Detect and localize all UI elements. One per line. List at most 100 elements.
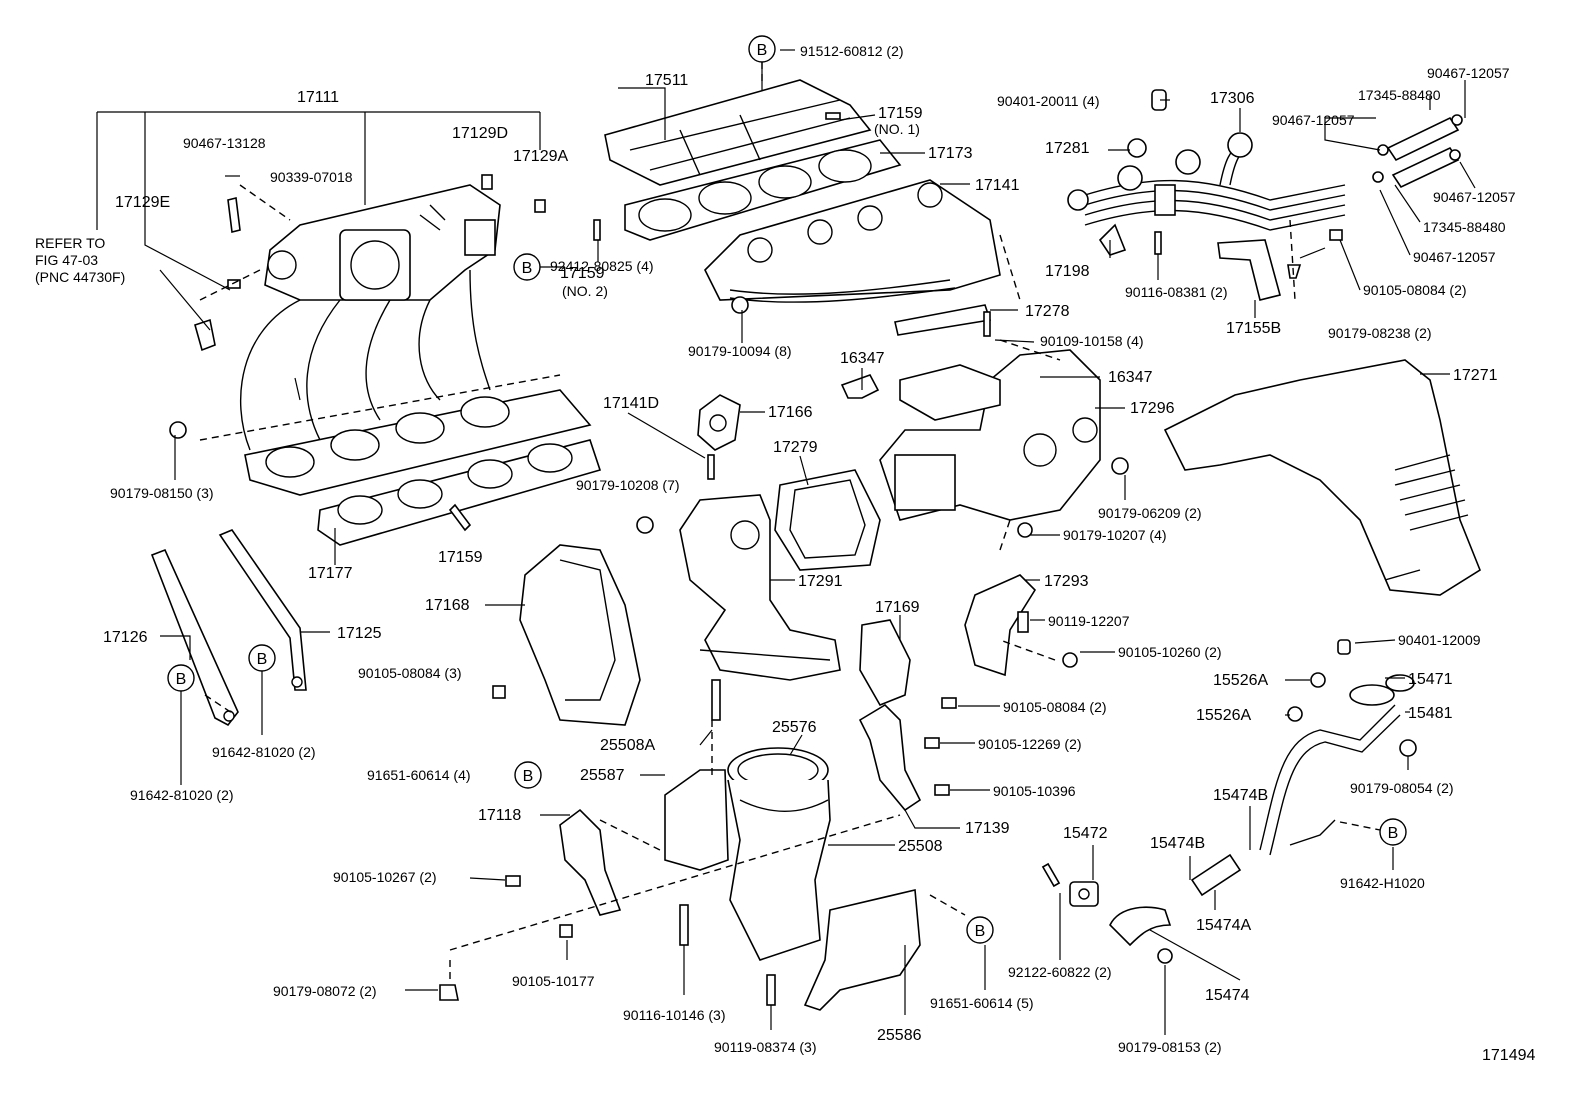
label-90467-12057-top: 90467-12057 — [1427, 65, 1510, 81]
label-17168: 17168 — [425, 597, 470, 614]
label-92412-80825: 92412-80825 (4) — [550, 258, 654, 274]
label-90109-10158: 90109-10158 (4) — [1040, 333, 1144, 349]
label-17293: 17293 — [1044, 573, 1089, 590]
label-17129E: 17129E — [115, 194, 170, 211]
label-92122-60822: 92122-60822 (2) — [1008, 964, 1112, 980]
label-17511: 17511 — [645, 72, 688, 89]
label-90179-10094: 90179-10094 (8) — [688, 343, 792, 359]
callout-b-6: B — [966, 916, 994, 944]
label-15526A-lower: 15526A — [1196, 707, 1251, 724]
oil-pipe-15471 — [1259, 672, 1415, 856]
label-17129D: 17129D — [452, 125, 508, 142]
label-17141D: 17141D — [603, 395, 659, 412]
label-25587: 25587 — [580, 767, 625, 784]
label-90179-08153: 90179-08153 (2) — [1118, 1039, 1222, 1055]
label-90339-07018: 90339-07018 — [270, 169, 353, 185]
label-90105-08084-mid: 90105-08084 (2) — [1003, 699, 1107, 715]
label-90179-08072: 90179-08072 (2) — [273, 983, 377, 999]
insulators-25587-25586 — [664, 769, 921, 1011]
turbine-outlet-17291 — [679, 494, 841, 681]
gaskets-17279-17166 — [697, 304, 992, 571]
label-17159-lower: 17159 — [438, 549, 483, 566]
label-17296: 17296 — [1130, 400, 1175, 417]
label-17291: 17291 — [798, 573, 843, 590]
label-90116-10146: 90116-10146 (3) — [623, 1007, 725, 1023]
callout-b-4: B — [248, 644, 276, 672]
label-91651-60614-right: 91651-60614 (5) — [930, 995, 1034, 1011]
heat-insulator-17511 — [604, 79, 872, 186]
label-90467-12057-left: 90467-12057 — [1272, 112, 1355, 128]
label-91651-60614-left: 91651-60614 (4) — [367, 767, 471, 783]
oil-hose-15474 — [1069, 853, 1242, 947]
label-25508A: 25508A — [600, 737, 655, 754]
label-17155B: 17155B — [1226, 320, 1281, 337]
bracket-17118 — [559, 808, 622, 916]
hoses-17345-88480 — [1372, 114, 1463, 189]
label-15526A-upper: 15526A — [1213, 672, 1268, 689]
label-15474B-lower: 15474B — [1150, 835, 1205, 852]
callout-b-5: B — [514, 761, 542, 789]
label-25508: 25508 — [898, 838, 943, 855]
label-90467-13128: 90467-13128 — [183, 135, 266, 151]
label-90105-10260: 90105-10260 (2) — [1118, 644, 1222, 660]
label-15472: 15472 — [1063, 825, 1108, 842]
label-17281: 17281 — [1045, 140, 1090, 157]
refer-note-line-2: FIG 47-03 — [35, 252, 98, 268]
fasteners — [169, 89, 1417, 1006]
label-15474B-upper: 15474B — [1213, 787, 1268, 804]
callout-b-1: B — [748, 35, 776, 63]
label-17198: 17198 — [1045, 263, 1090, 280]
turbocharger-17201 — [879, 349, 1101, 521]
label-91642-H1020: 91642-H1020 — [1340, 875, 1425, 891]
callout-b-3: B — [167, 664, 195, 692]
callout-b-7: B — [1379, 818, 1407, 846]
label-17169: 17169 — [875, 599, 920, 616]
label-15474: 15474 — [1205, 987, 1250, 1004]
label-90119-08374: 90119-08374 (3) — [714, 1039, 816, 1055]
label-90119-12207: 90119-12207 — [1048, 613, 1130, 629]
label-17126: 17126 — [103, 629, 148, 646]
assembly-dashed-lines — [199, 62, 1381, 980]
svg-text:B: B — [257, 651, 268, 668]
svg-text:B: B — [522, 260, 533, 277]
label-17125: 17125 — [337, 625, 382, 642]
label-90179-06209: 90179-06209 (2) — [1098, 505, 1202, 521]
label-17159-no2-sub: (NO. 2) — [562, 283, 608, 299]
catalytic-converter-25508 — [727, 747, 831, 961]
stays-17126-17125 — [150, 529, 307, 727]
intake-manifold-17111 — [239, 184, 501, 451]
heat-insulator-17168 — [519, 544, 641, 726]
callout-b-2: B — [513, 253, 541, 281]
label-91642-81020-left: 91642-81020 (2) — [130, 787, 234, 803]
brackets-17169-17293-17139 — [858, 574, 1037, 812]
label-17111: 17111 — [297, 89, 339, 106]
label-17141: 17141 — [975, 177, 1020, 194]
label-90179-10208: 90179-10208 (7) — [576, 477, 680, 493]
label-17159-no1-sub: (NO. 1) — [874, 121, 920, 137]
label-17177: 17177 — [308, 565, 353, 582]
label-17306: 17306 — [1210, 90, 1255, 107]
label-17271: 17271 — [1453, 367, 1498, 384]
label-25576: 25576 — [772, 719, 817, 736]
label-17159-no1: 17159 — [878, 105, 923, 122]
label-90179-10207: 90179-10207 (4) — [1063, 527, 1167, 543]
leader-lines — [96, 40, 1476, 1035]
label-90467-12057-bottom: 90467-12057 — [1413, 249, 1496, 265]
heat-insulator-17271 — [1163, 359, 1481, 596]
label-90179-08238: 90179-08238 (2) — [1328, 325, 1432, 341]
label-90105-10396: 90105-10396 — [993, 783, 1076, 799]
water-pipes-17306 — [1067, 132, 1346, 301]
part-labels: REFER TO FIG 47-03 (PNC 44730F) 17111 90… — [35, 43, 1535, 1064]
svg-text:B: B — [757, 42, 768, 59]
label-25586: 25586 — [877, 1027, 922, 1044]
label-90401-12009: 90401-12009 — [1398, 632, 1481, 648]
label-15471: 15471 — [1408, 671, 1453, 688]
svg-text:B: B — [523, 768, 534, 785]
refer-note-line-1: REFER TO — [35, 235, 105, 251]
figure-id: 171494 — [1482, 1047, 1535, 1064]
svg-text:B: B — [1388, 825, 1399, 842]
refer-note-line-3: (PNC 44730F) — [35, 269, 125, 285]
label-17118: 17118 — [478, 807, 521, 824]
exhaust-gasket-17173 — [624, 139, 902, 241]
